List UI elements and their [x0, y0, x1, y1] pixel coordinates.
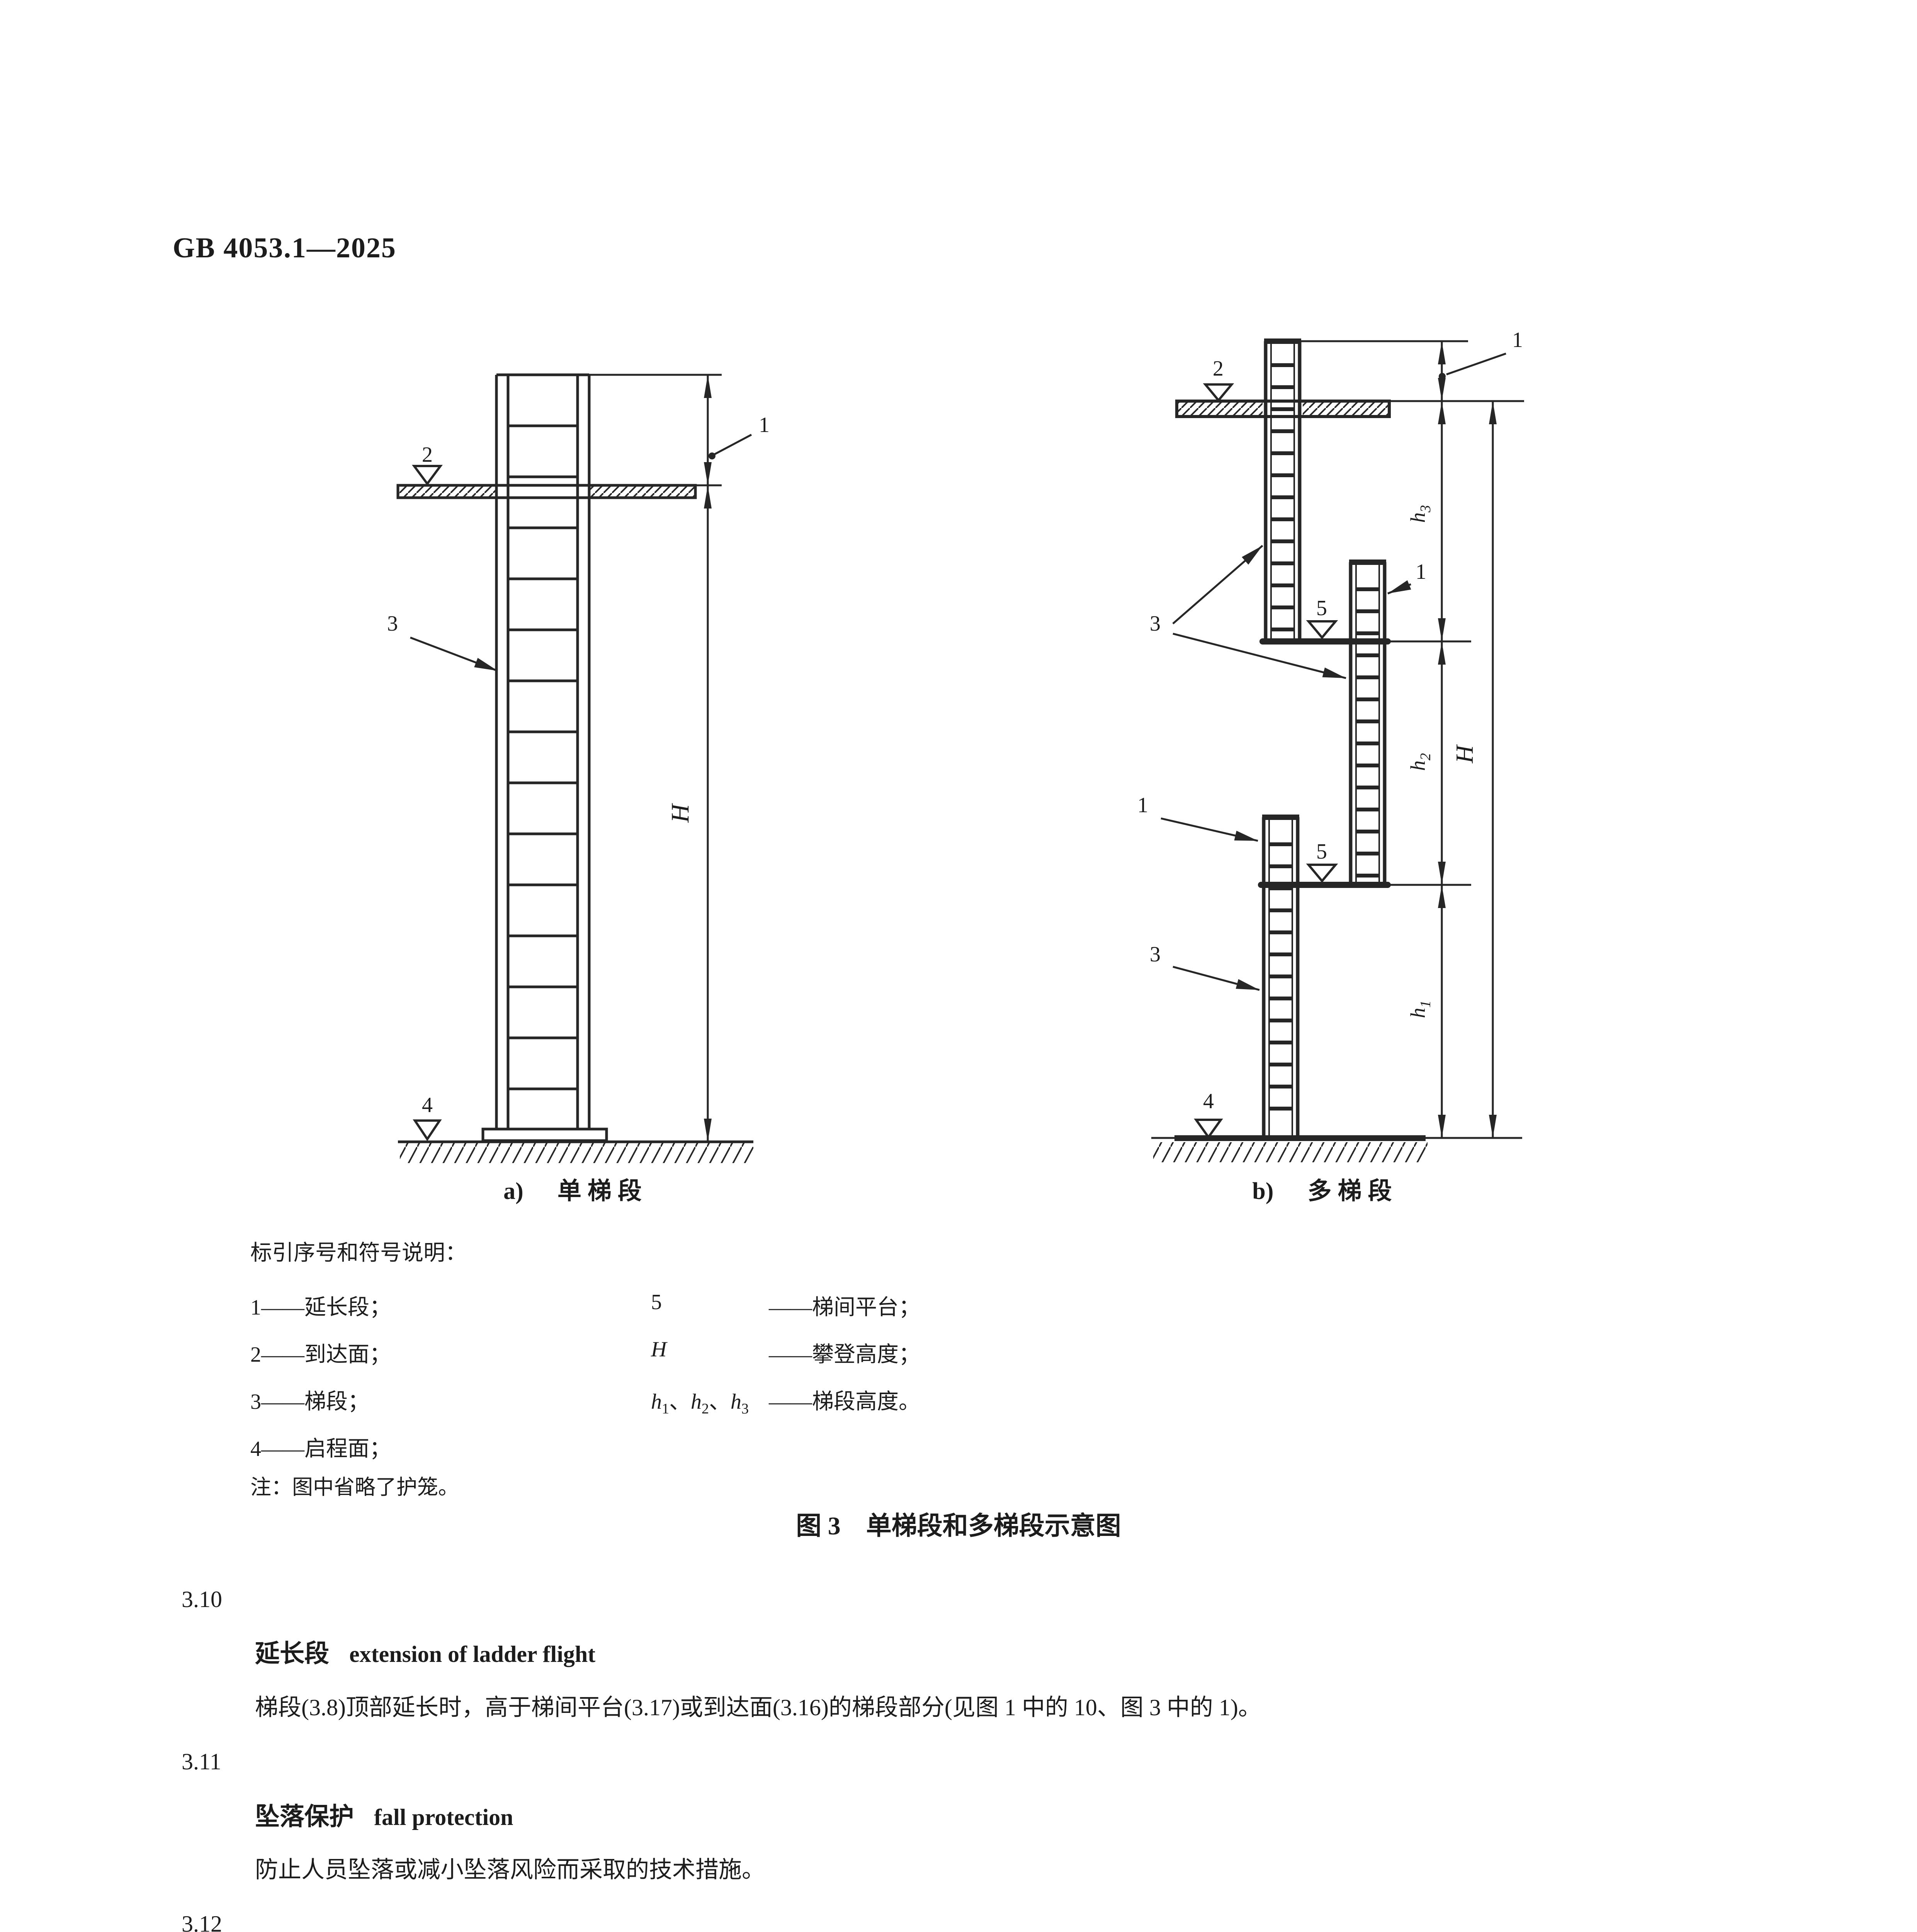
ladder-b-top — [1264, 338, 1302, 641]
ladder-a — [481, 373, 608, 1142]
callout-4-a: 4 — [413, 1093, 442, 1141]
legend-row-3: 3——梯段； h1、h2、h3 ——梯段高度。 — [250, 1390, 920, 1417]
subfigure-a-caption: a)单梯段 — [503, 1178, 648, 1204]
dim-label-H-a: H — [666, 803, 694, 823]
dim-label-h3: h3 — [1406, 505, 1434, 523]
svg-text:1: 1 — [1512, 328, 1523, 352]
legend-row-2: 2——到达面； H ——攀登高度； — [250, 1337, 920, 1367]
section-number-3-11: 3.11 — [182, 1749, 221, 1774]
dim-label-h1: h1 — [1406, 1000, 1434, 1018]
callout-3-b-lower: 3 — [1150, 942, 1260, 991]
legend-row-1: 1——延长段； 5 ——梯间平台； — [250, 1290, 920, 1320]
section-number-3-10: 3.10 — [182, 1587, 222, 1612]
legend-intro: 标引序号和符号说明： — [250, 1241, 467, 1265]
callout-1-b-middle: 1 — [1387, 560, 1426, 595]
starting-surface-a — [398, 1140, 753, 1163]
svg-text:3: 3 — [1150, 942, 1161, 966]
callout-2-b: 2 — [1203, 357, 1234, 402]
diagram-a-single-flight: H 1 2 3 4 — [387, 373, 770, 1163]
svg-text:1: 1 — [1416, 560, 1426, 584]
datum-triangle-icon — [412, 465, 443, 486]
legend-row-4: 4——启程面； — [250, 1437, 391, 1461]
svg-text:3: 3 — [387, 612, 398, 636]
svg-text:5: 5 — [1316, 840, 1327, 864]
callout-1-b-top: 1 — [1439, 328, 1523, 380]
section-number-3-12: 3.12 — [182, 1911, 222, 1932]
figure3-diagram: H 1 2 3 4 — [387, 328, 1524, 1163]
section-body-3-10: 梯段(3.8)顶部延长时，高于梯间平台(3.17)或到达面(3.16)的梯段部分… — [255, 1695, 1261, 1720]
intermediate-platforms — [1258, 638, 1471, 888]
figure3-caption: 图 3 单梯段和多梯段示意图 — [796, 1512, 1121, 1540]
svg-text:4: 4 — [1203, 1089, 1214, 1113]
svg-text:2: 2 — [422, 443, 433, 467]
callout-4-b: 4 — [1194, 1089, 1223, 1139]
svg-text:4: 4 — [422, 1093, 433, 1117]
callout-1-b-lower: 1 — [1137, 793, 1258, 842]
datum-triangle-icon — [1306, 620, 1338, 639]
datum-triangle-icon — [413, 1119, 442, 1141]
callout-3-a: 3 — [387, 612, 498, 672]
callout-1-a: 1 — [709, 413, 770, 459]
datum-triangle-icon — [1194, 1119, 1223, 1139]
legend-note: 注：图中省略了护笼。 — [250, 1476, 459, 1499]
ladder-b-middle — [1349, 560, 1387, 885]
dimension-lines-a — [589, 374, 722, 1142]
callout-3-b: 3 — [1150, 545, 1346, 679]
dim-label-h2: h2 — [1406, 753, 1434, 771]
svg-text:3: 3 — [1150, 612, 1161, 636]
section-body-3-11: 防止人员坠落或减小坠落风险而采取的技术措施。 — [255, 1857, 765, 1883]
datum-triangle-icon — [1306, 864, 1338, 883]
svg-text:5: 5 — [1316, 596, 1327, 620]
svg-text:2: 2 — [1213, 357, 1224, 381]
subfigure-b-caption: b)多梯段 — [1252, 1178, 1398, 1204]
svg-text:1: 1 — [759, 413, 770, 437]
callout-5-b-upper: 5 — [1306, 596, 1338, 639]
arrival-surface-a — [396, 484, 697, 499]
ladder-b-lower — [1262, 815, 1300, 1138]
callout-2-a: 2 — [412, 443, 443, 486]
dim-label-H-b: H — [1451, 744, 1478, 764]
diagram-b-multi-flight: h3 h2 h1 H 1 2 3 1 — [1137, 328, 1524, 1162]
callout-5-b-lower: 5 — [1306, 840, 1338, 883]
arrival-surface-b — [1175, 400, 1524, 418]
dimension-lines-b — [1301, 340, 1497, 1138]
svg-text:1: 1 — [1137, 793, 1148, 817]
datum-triangle-icon — [1203, 383, 1234, 402]
standard-code-header: GB 4053.1—2025 — [173, 232, 396, 264]
starting-surface-b — [1151, 1135, 1522, 1162]
